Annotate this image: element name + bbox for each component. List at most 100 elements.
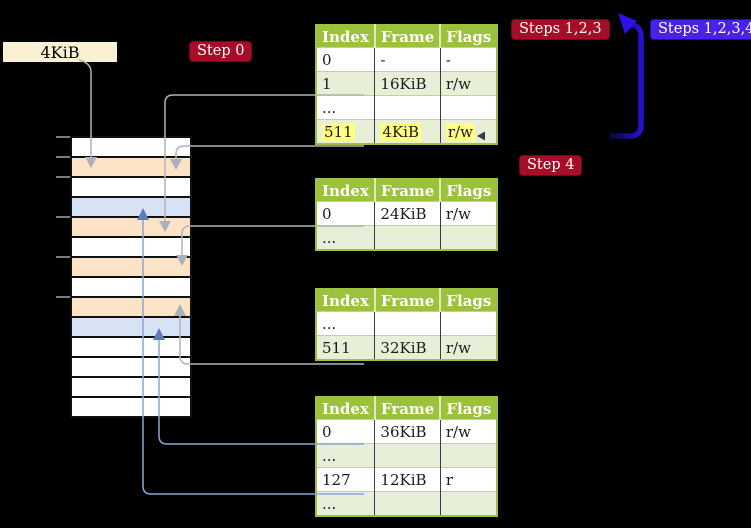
table-cell: r/w [440,419,498,444]
memory-tick [56,136,70,138]
column-header: Index [316,25,376,48]
physical-memory-strip [70,136,192,418]
column-header: Flags [440,179,498,202]
column-header: Index [316,179,376,202]
memory-row-white [72,238,190,258]
steps-1234-badge: Steps 1,2,3,4 [650,19,751,40]
table-cell [440,491,498,516]
column-header: Frame [374,397,442,420]
table-cell: 0 [316,47,376,72]
memory-row-white [72,338,190,358]
table-cell: 127 [316,467,376,492]
table-row: ... [316,491,498,516]
memory-row-peach [72,258,190,278]
table-cell: ... [316,311,376,336]
column-header: Frame [374,289,442,312]
memory-row-white [72,378,190,398]
column-header: Flags [440,397,498,420]
arrow-l4row511-to-frame [175,145,364,159]
column-header: Index [316,289,376,312]
table-cell: r/w [440,335,498,360]
memory-row-blue [72,198,190,218]
memory-tick [56,176,70,178]
memory-row-blue [72,318,190,338]
table-cell: r [440,467,498,492]
frame-size-label: 4KiB [3,42,117,62]
table-row: ... [316,225,498,250]
memory-row-peach [72,218,190,238]
memory-row-white [72,138,190,158]
table-cell [440,225,498,250]
table-cell [374,225,441,250]
table-row: 0-- [316,47,498,72]
table-cell: 4KiB [374,119,441,144]
memory-tick [56,256,70,258]
memory-tick [56,296,70,298]
memory-row-white [72,278,190,298]
column-header: Index [316,397,376,420]
table-cell: 36KiB [374,419,441,444]
table-row: ... [316,311,498,336]
table-cell: ... [316,95,376,120]
table-cell: - [374,47,441,72]
step0-badge: Step 0 [189,41,253,62]
table-cell: - [440,47,498,72]
table-cell: r/w [440,119,498,144]
column-header: Flags [440,289,498,312]
memory-row-white [72,398,190,416]
table-cell [440,443,498,468]
memory-row-white [72,358,190,378]
memory-row-white [72,178,190,198]
recursive-loop-arrowhead [618,13,637,34]
table-row: ... [316,95,498,120]
table-cell: 0 [316,419,376,444]
column-header: Frame [374,25,442,48]
table-cell: 511 [316,119,376,144]
memory-tick [56,216,70,218]
table-cell [440,311,498,336]
column-header: Frame [374,179,442,202]
table-cell: 24KiB [374,201,441,226]
memory-tick [56,156,70,158]
table-cell: 511 [316,335,376,360]
table-cell: ... [316,491,376,516]
table-cell: 0 [316,201,376,226]
table-cell: 12KiB [374,467,441,492]
table-cell: ... [316,225,376,250]
table-cell [374,443,441,468]
table-cell [374,311,441,336]
table-cell: 16KiB [374,71,441,96]
table-cell: ... [316,443,376,468]
table-cell: r/w [440,201,498,226]
table-cell: 1 [316,71,376,96]
column-header: Flags [440,25,498,48]
table-cell: r/w [440,71,498,96]
steps-123-badge: Steps 1,2,3 [511,19,610,40]
memory-row-peach [72,298,190,318]
step4-badge: Step 4 [519,155,583,176]
table-cell [374,491,441,516]
table-row: ... [316,443,498,468]
memory-row-peach [72,158,190,178]
table-cell [374,95,441,120]
table-cell: 32KiB [374,335,441,360]
